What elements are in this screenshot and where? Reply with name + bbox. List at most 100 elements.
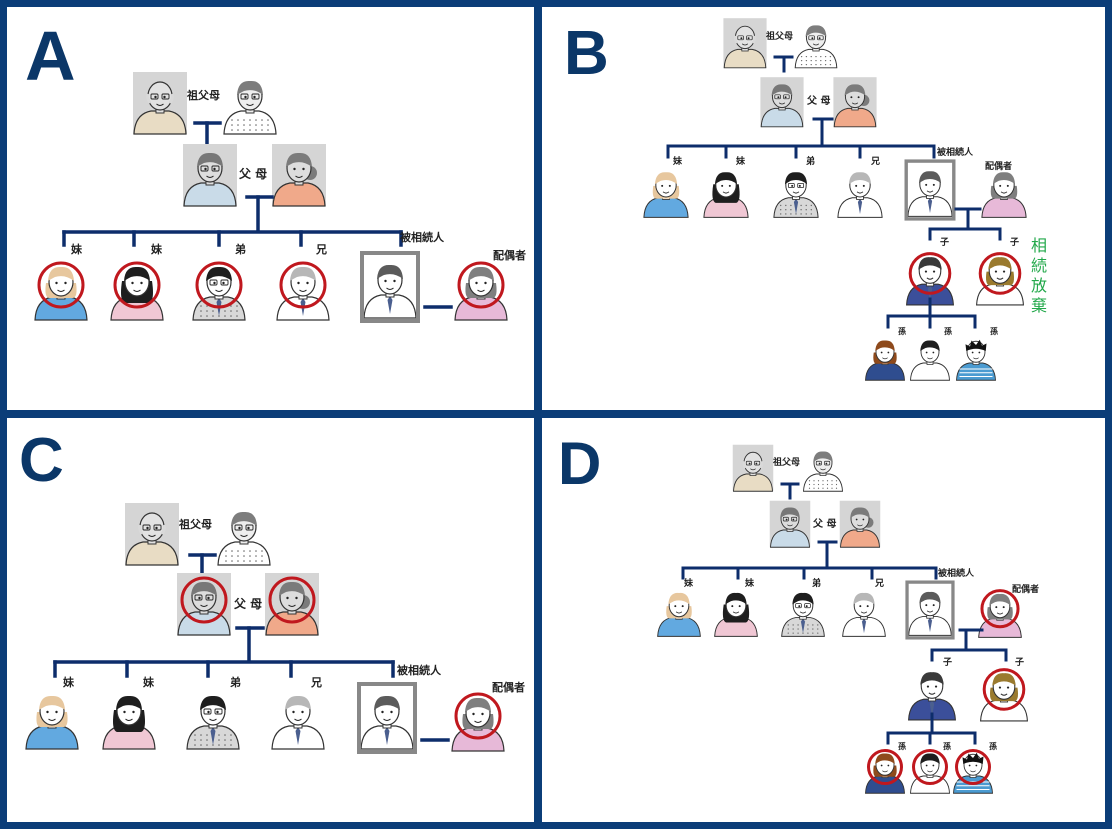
mouth: [792, 191, 800, 194]
eye: [1002, 606, 1005, 609]
pattern-dot: [822, 483, 824, 486]
mouth: [133, 289, 141, 292]
eye: [238, 526, 241, 530]
hair-front: [146, 93, 174, 104]
eye: [132, 710, 135, 714]
eye: [811, 37, 814, 40]
relation-label: 兄: [874, 578, 884, 589]
mouth: [732, 611, 740, 614]
mouth: [1000, 191, 1008, 194]
relation-label: 父 母: [812, 518, 836, 530]
mouth: [856, 191, 864, 194]
pattern-dot: [813, 483, 815, 486]
pattern-dot: [231, 560, 233, 562]
clothing: [657, 617, 701, 637]
eye: [740, 37, 743, 40]
person-icon: [905, 580, 955, 640]
relation-label: 孫: [989, 741, 997, 751]
pattern-dot: [805, 213, 807, 215]
pattern-dot: [805, 209, 807, 211]
hair-front: [805, 25, 827, 37]
hair-front: [992, 673, 1016, 686]
eye: [661, 184, 664, 187]
mouth: [474, 720, 482, 723]
pattern-dot: [230, 315, 232, 317]
pattern-dot: [826, 487, 829, 489]
pattern-dot: [255, 119, 257, 121]
relation-label: 祖父母: [178, 517, 212, 531]
pattern-dot: [224, 734, 226, 736]
pattern-dot: [237, 560, 239, 562]
eye: [995, 606, 998, 609]
glasses-lens: [211, 165, 220, 172]
relation-label: 妹: [744, 577, 755, 589]
relation-label: 孫: [944, 326, 952, 336]
eye: [785, 518, 788, 521]
glasses-lens: [245, 524, 254, 531]
pattern-dot: [230, 305, 232, 307]
pattern-dot: [792, 632, 794, 634]
pattern-dot: [224, 315, 226, 317]
hair-front: [200, 695, 226, 710]
pattern-dot: [810, 55, 812, 58]
heir-highlight-circle: [268, 576, 316, 624]
pattern-dot: [835, 487, 838, 489]
person-icon: [223, 80, 277, 135]
eye: [784, 96, 787, 99]
eye: [994, 270, 998, 273]
hair-front: [920, 753, 940, 764]
mouth: [750, 468, 756, 471]
eye: [925, 604, 928, 607]
hair-front: [992, 172, 1016, 185]
hair-front: [138, 524, 166, 535]
family-tree: 祖父母父 母妹妹弟兄被相続人配偶者: [34, 72, 526, 323]
pattern-dot: [817, 624, 819, 626]
pattern-dot: [800, 59, 803, 62]
heir-highlight-circle: [180, 576, 228, 624]
pattern-dot: [807, 632, 809, 634]
eye: [302, 167, 305, 171]
eye: [728, 184, 731, 187]
pattern-dot: [807, 628, 809, 630]
clothing: [803, 473, 843, 492]
pattern-dot: [206, 315, 208, 317]
panel-c: C 祖父母父 母妹妹弟兄被相続人配偶者: [7, 418, 534, 822]
pattern-dot: [780, 213, 782, 215]
person-icon: [908, 672, 956, 721]
relation-label: 妹: [62, 675, 75, 689]
eye: [297, 281, 300, 285]
eye: [295, 596, 298, 600]
pattern-dot: [826, 483, 829, 486]
pattern-dot: [810, 213, 812, 215]
person-icon: [865, 340, 905, 381]
mouth: [926, 190, 934, 193]
glasses-lens: [774, 94, 781, 100]
glasses-lens: [194, 594, 203, 601]
pattern-dot: [792, 628, 794, 630]
eye: [968, 764, 971, 767]
pattern-dot: [820, 63, 822, 66]
person-icon: [271, 695, 325, 750]
deceased-frame: [905, 580, 955, 640]
necktie: [800, 618, 806, 634]
relation-label: 配偶者: [493, 248, 526, 262]
necktie: [857, 198, 863, 214]
eye: [721, 184, 724, 187]
hair-front: [920, 672, 944, 685]
clothing: [272, 182, 326, 207]
eye: [818, 462, 821, 465]
eye: [222, 281, 225, 285]
person-icon: [732, 444, 774, 492]
pattern-dot: [249, 555, 251, 557]
pattern-dot: [829, 55, 832, 58]
pattern-dot: [822, 480, 824, 482]
eye: [216, 710, 219, 714]
pattern-dot: [800, 55, 803, 58]
pattern-dot: [194, 744, 196, 746]
person-icon: [133, 72, 187, 135]
hair-front: [285, 695, 311, 710]
eye: [1006, 686, 1010, 689]
eye: [866, 605, 869, 608]
person-icon: [956, 339, 996, 381]
person-icon: [357, 682, 417, 754]
